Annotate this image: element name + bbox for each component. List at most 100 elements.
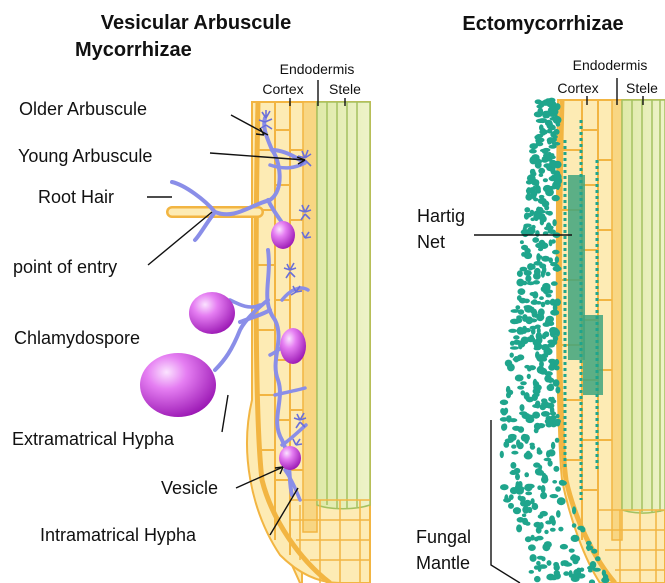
fungal-mantle-cell (508, 329, 517, 333)
vesicle-mid (280, 328, 306, 364)
label-vesicle: Vesicle (161, 478, 218, 498)
fungal-mantle-cell (580, 527, 585, 533)
fungal-mantle-cell (519, 328, 525, 334)
fungal-mantle-cell (534, 428, 539, 433)
fungal-mantle-cell (516, 315, 522, 319)
chlamydospore-large (140, 353, 216, 417)
fungal-mantle-cell (551, 442, 555, 450)
fungal-mantle-cell (510, 353, 514, 358)
fungal-mantle-cell (524, 213, 529, 220)
fungal-mantle-cell (534, 522, 542, 528)
fungal-mantle-cell (572, 523, 577, 528)
fungal-mantle-cell (545, 211, 550, 215)
fungal-mantle-cell (532, 404, 540, 408)
fungal-mantle-cell (539, 296, 544, 300)
fungal-mantle-cell (524, 392, 530, 400)
fungal-mantle-cell (537, 450, 543, 455)
fungal-mantle-cell (512, 320, 519, 324)
label-hartig: Hartig (417, 206, 465, 226)
fungal-mantle-cell (544, 205, 549, 210)
fungal-mantle-cell (524, 328, 531, 332)
fungal-mantle-cell (536, 313, 544, 321)
fungal-mantle-cell (522, 514, 526, 518)
fungal-mantle-cell (529, 149, 537, 154)
fungal-mantle-cell (557, 497, 566, 505)
fungal-mantle-cell (555, 486, 561, 492)
fungal-mantle-cell (537, 138, 545, 143)
fungal-mantle-cell (572, 506, 576, 514)
fungal-mantle-cell (529, 143, 538, 149)
fungal-mantle-cell (527, 263, 534, 270)
fungal-mantle-cell (551, 106, 558, 111)
fungal-mantle-cell (548, 397, 552, 402)
fungal-mantle-cell (536, 536, 544, 541)
fungal-mantle-cell (517, 517, 525, 523)
fungal-mantle-cell (515, 375, 524, 382)
fungal-mantle-cell (524, 252, 532, 259)
fungal-mantle-cell (559, 480, 567, 485)
fungal-mantle-cell (510, 346, 519, 350)
fungal-mantle-cell (536, 105, 543, 109)
fungal-mantle-cell (534, 261, 543, 266)
fungal-mantle-cell (553, 173, 561, 181)
fungal-mantle-cell (586, 541, 592, 546)
vam-cortex-header: Cortex (262, 81, 303, 97)
fungal-mantle-cell (550, 299, 555, 305)
fungal-mantle-cell (533, 272, 541, 280)
ecto-endodermis-header: Endodermis (573, 57, 648, 73)
fungal-mantle-cell (515, 484, 521, 490)
fungal-mantle-cell (555, 256, 559, 263)
fungal-mantle-cell (535, 230, 540, 237)
fungal-mantle-cell (538, 118, 547, 123)
ecto-stele-header: Stele (626, 80, 658, 96)
fungal-mantle-cell (511, 470, 516, 474)
fungal-mantle-cell (538, 198, 547, 204)
fungal-mantle-cell (546, 316, 554, 323)
fungal-mantle-cell (509, 418, 517, 422)
fungal-mantle-cell (510, 341, 515, 346)
fungal-mantle-cell (549, 239, 553, 246)
ecto-cortex-header: Cortex (557, 80, 598, 96)
fungal-mantle-cell (536, 561, 541, 566)
fungal-mantle-cell (516, 524, 522, 532)
label-mantle: Mantle (416, 553, 470, 573)
fungal-mantle-cell (543, 115, 550, 119)
fungal-mantle-cell (524, 452, 533, 460)
fungal-mantle-cell (500, 417, 508, 422)
label-net: Net (417, 232, 445, 252)
fungal-mantle-cell (524, 472, 529, 477)
fungal-mantle-cell (513, 335, 520, 339)
fungal-mantle-cell (549, 168, 556, 172)
fungal-mantle-cell (589, 579, 595, 583)
vesicle-upper (271, 221, 295, 249)
fungal-mantle-cell (544, 226, 553, 230)
fungal-mantle-cell (511, 309, 520, 313)
fungal-mantle-cell (508, 434, 517, 439)
fungal-mantle-cell (520, 381, 527, 385)
vam-endodermis-header: Endodermis (280, 61, 355, 77)
fungal-mantle-cell (530, 292, 536, 296)
fungal-mantle-cell (571, 554, 576, 560)
label-point-of-entry: point of entry (13, 257, 117, 277)
fungal-mantle-cell (541, 270, 545, 278)
fungal-mantle-cell (569, 549, 575, 553)
fungal-mantle-cell (520, 404, 525, 411)
fungal-mantle-cell (544, 344, 548, 348)
fungal-mantle-cell (538, 565, 542, 572)
fungal-mantle-cell (530, 554, 537, 562)
fungal-mantle-cell (524, 500, 531, 507)
fungal-mantle-cell (535, 180, 540, 188)
fungal-mantle-cell (547, 290, 553, 294)
fungal-mantle-cell (530, 444, 535, 449)
fungal-mantle-cell (500, 484, 509, 490)
fungal-mantle-cell (556, 414, 560, 418)
fungal-mantle-cell (554, 129, 560, 135)
fungal-mantle-cell (515, 305, 520, 309)
label-young-arbuscule: Young Arbuscule (18, 146, 152, 166)
fungal-mantle-cell (552, 419, 560, 424)
fungal-mantle-cell (545, 520, 552, 524)
ecto-title: Ectomycorrhizae (462, 13, 623, 35)
fungal-mantle-cell (524, 207, 530, 212)
fungal-mantle-cell (550, 411, 556, 415)
